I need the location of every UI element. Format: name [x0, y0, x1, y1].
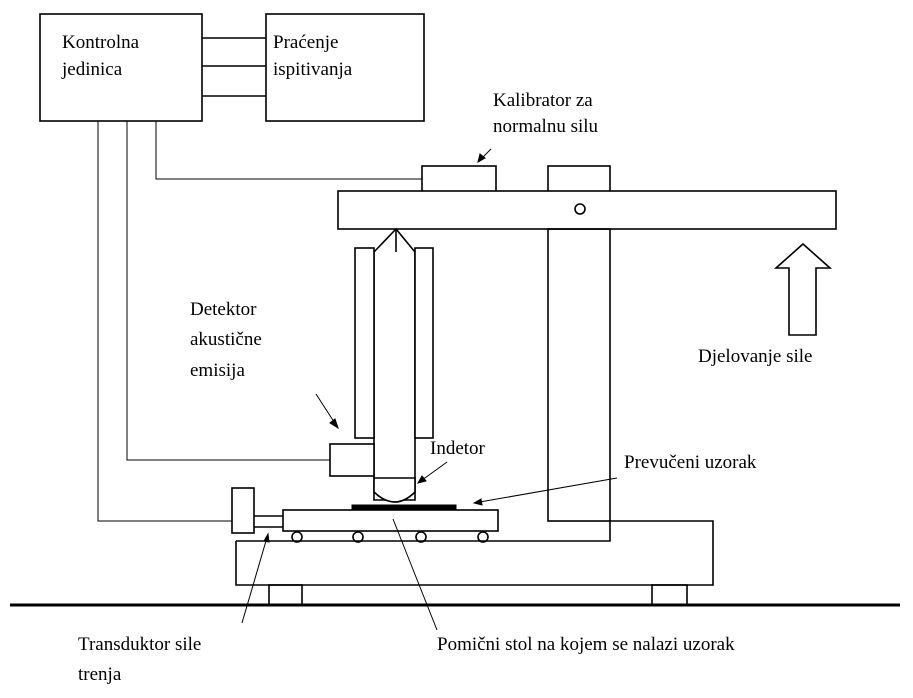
indenter-guide-left [354, 247, 375, 439]
foot-left [268, 584, 303, 606]
support-column [547, 228, 611, 522]
normal-force-calibrator [421, 165, 497, 194]
control-unit-label-line1: Kontrolna [62, 32, 140, 53]
test-monitoring-label-line2: ispitivanja [273, 59, 353, 80]
detector-label-line2: akustične [190, 329, 262, 350]
calibrator-label-line1: Kalibrator za [493, 90, 593, 111]
base-frame [235, 520, 714, 586]
control-unit-box [39, 13, 203, 122]
control-unit-label-line2: jedinica [62, 59, 123, 80]
beam-pivot [574, 203, 586, 215]
indenter-guide-right [414, 247, 434, 439]
table-rollers [291, 531, 489, 543]
transducer-label-line2: trenja [78, 664, 122, 685]
test-monitoring-box [265, 13, 425, 122]
pointer-lines [241, 148, 618, 631]
moving-table [282, 509, 499, 532]
indenter-shaft [373, 227, 416, 501]
calibrator-block-right [547, 165, 611, 194]
indenter-label: Indetor [430, 438, 485, 459]
detector-label-line3: emisija [190, 360, 245, 381]
friction-transducer-block [231, 487, 255, 534]
acoustic-emission-detector [329, 443, 375, 477]
moving-table-label: Pomični stol na kojem se nalazi uzorak [437, 634, 735, 655]
coated-sample-label: Prevučeni uzorak [624, 452, 757, 473]
foot-right [651, 584, 688, 606]
calibrator-label-line2: normalnu silu [493, 116, 599, 137]
acoustic-detector-wire [126, 121, 330, 461]
transducer-label-line1: Transduktor sile [78, 634, 202, 655]
calibrator-wire [155, 121, 422, 180]
force-action-label: Djelovanje sile [698, 346, 813, 367]
top-beam [337, 190, 837, 230]
control-to-monitoring-cables [202, 37, 266, 97]
detector-label-line1: Detektor [190, 299, 257, 320]
transducer-wire [97, 121, 236, 522]
force-arrow [773, 242, 833, 336]
test-monitoring-label-line1: Praćenje [273, 32, 339, 53]
coated-sample [351, 504, 457, 511]
indenter-tip [373, 477, 416, 503]
